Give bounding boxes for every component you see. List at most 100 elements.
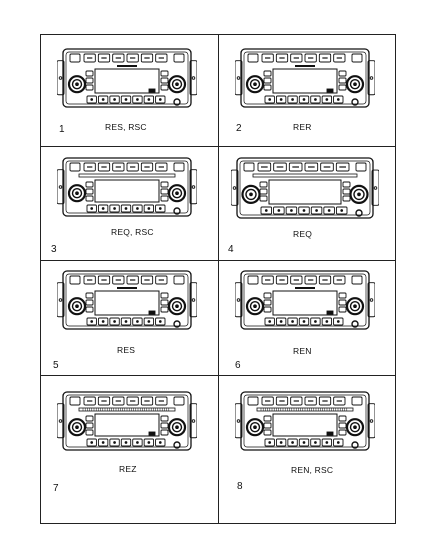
function-button [263,70,272,77]
bottom-button [132,95,143,104]
side-button [173,162,185,172]
preset-button [261,275,274,285]
display-screen [272,290,338,316]
panel-number: 1 [59,124,65,135]
radio-unit-illustration [235,270,375,330]
bottom-button [333,438,344,447]
aux-jack-icon [351,320,359,328]
bottom-button [287,317,298,326]
bottom-button [333,317,344,326]
bezel [240,270,370,330]
aux-jack-icon [351,98,359,106]
preset-button [333,396,346,406]
option-code-label: REZ [119,464,137,474]
display-screen [268,179,342,205]
knob-icon [349,184,369,205]
side-button [247,396,259,406]
bottom-button [275,95,287,104]
knob-icon [67,75,87,94]
mounting-bracket [189,169,197,205]
aux-jack-icon [173,207,181,215]
mounting-bracket [367,403,375,439]
indicator-led [148,431,156,436]
display-screen [94,179,160,203]
preset-button [304,396,317,406]
panel-number: 5 [53,360,59,371]
preset-button [290,275,303,285]
function-button [338,84,347,91]
bottom-button [310,206,323,215]
function-button [85,422,94,429]
indicator-led [326,310,334,315]
preset-button [155,162,168,172]
preset-button [97,162,111,172]
bottom-button [298,206,310,215]
bottom-button [120,438,132,447]
bottom-button [275,317,287,326]
function-button [85,429,94,436]
preset-button [273,162,287,172]
preset-button [112,162,125,172]
preset-button [318,53,332,63]
function-button [160,188,169,195]
panel-number: 7 [53,483,59,494]
display-screen [272,68,338,94]
panel-number: 2 [236,123,242,134]
mounting-bracket [57,169,65,205]
bottom-button [275,438,287,447]
display-screen [94,290,160,316]
panel-6: REN 6 [219,261,396,375]
function-button [85,70,94,77]
aux-jack-icon [173,98,181,106]
function-button [160,429,169,436]
function-button [259,188,268,195]
option-code-label: RES [117,345,136,355]
preset-button [335,162,350,172]
side-button [69,53,81,63]
preset-button [275,53,289,63]
mounting-bracket [371,169,379,206]
bottom-button [333,95,344,104]
function-button [160,299,169,306]
panel-2: 2 RER [219,35,396,146]
option-code-label: REN, RSC [291,465,334,475]
mounting-bracket [57,60,65,96]
function-button [160,415,169,422]
aux-jack-icon [173,441,181,449]
knob-icon [245,297,265,316]
bottom-button [310,317,321,326]
preset-button [261,53,274,63]
preset-button [304,275,317,285]
function-button [85,195,94,202]
function-button [338,77,347,84]
side-button [173,275,185,285]
function-button [263,429,272,436]
function-button [263,292,272,299]
mounting-bracket [189,403,197,439]
bottom-button [143,438,155,447]
function-button [263,422,272,429]
preset-button [290,396,303,406]
preset-button [112,53,125,63]
panel-1: 1 RES, RSC [41,35,218,146]
function-button [263,299,272,306]
radio-unit-illustration [231,157,379,219]
bottom-button [298,317,310,326]
bottom-button [310,438,321,447]
panel-8: REN, RSC 8 [219,376,396,524]
bezel [236,157,374,219]
bottom-button [273,206,285,215]
function-button [85,181,94,188]
bottom-button [97,317,109,326]
function-button [342,188,351,195]
function-button [338,306,347,313]
bezel [240,391,370,451]
bottom-button [86,204,97,213]
side-button [69,275,81,285]
bottom-button [323,206,335,215]
preset-button [112,396,125,406]
preset-button [155,53,168,63]
panel-4: 4 REQ [219,147,396,260]
bezel [62,391,192,451]
bottom-button [132,438,143,447]
